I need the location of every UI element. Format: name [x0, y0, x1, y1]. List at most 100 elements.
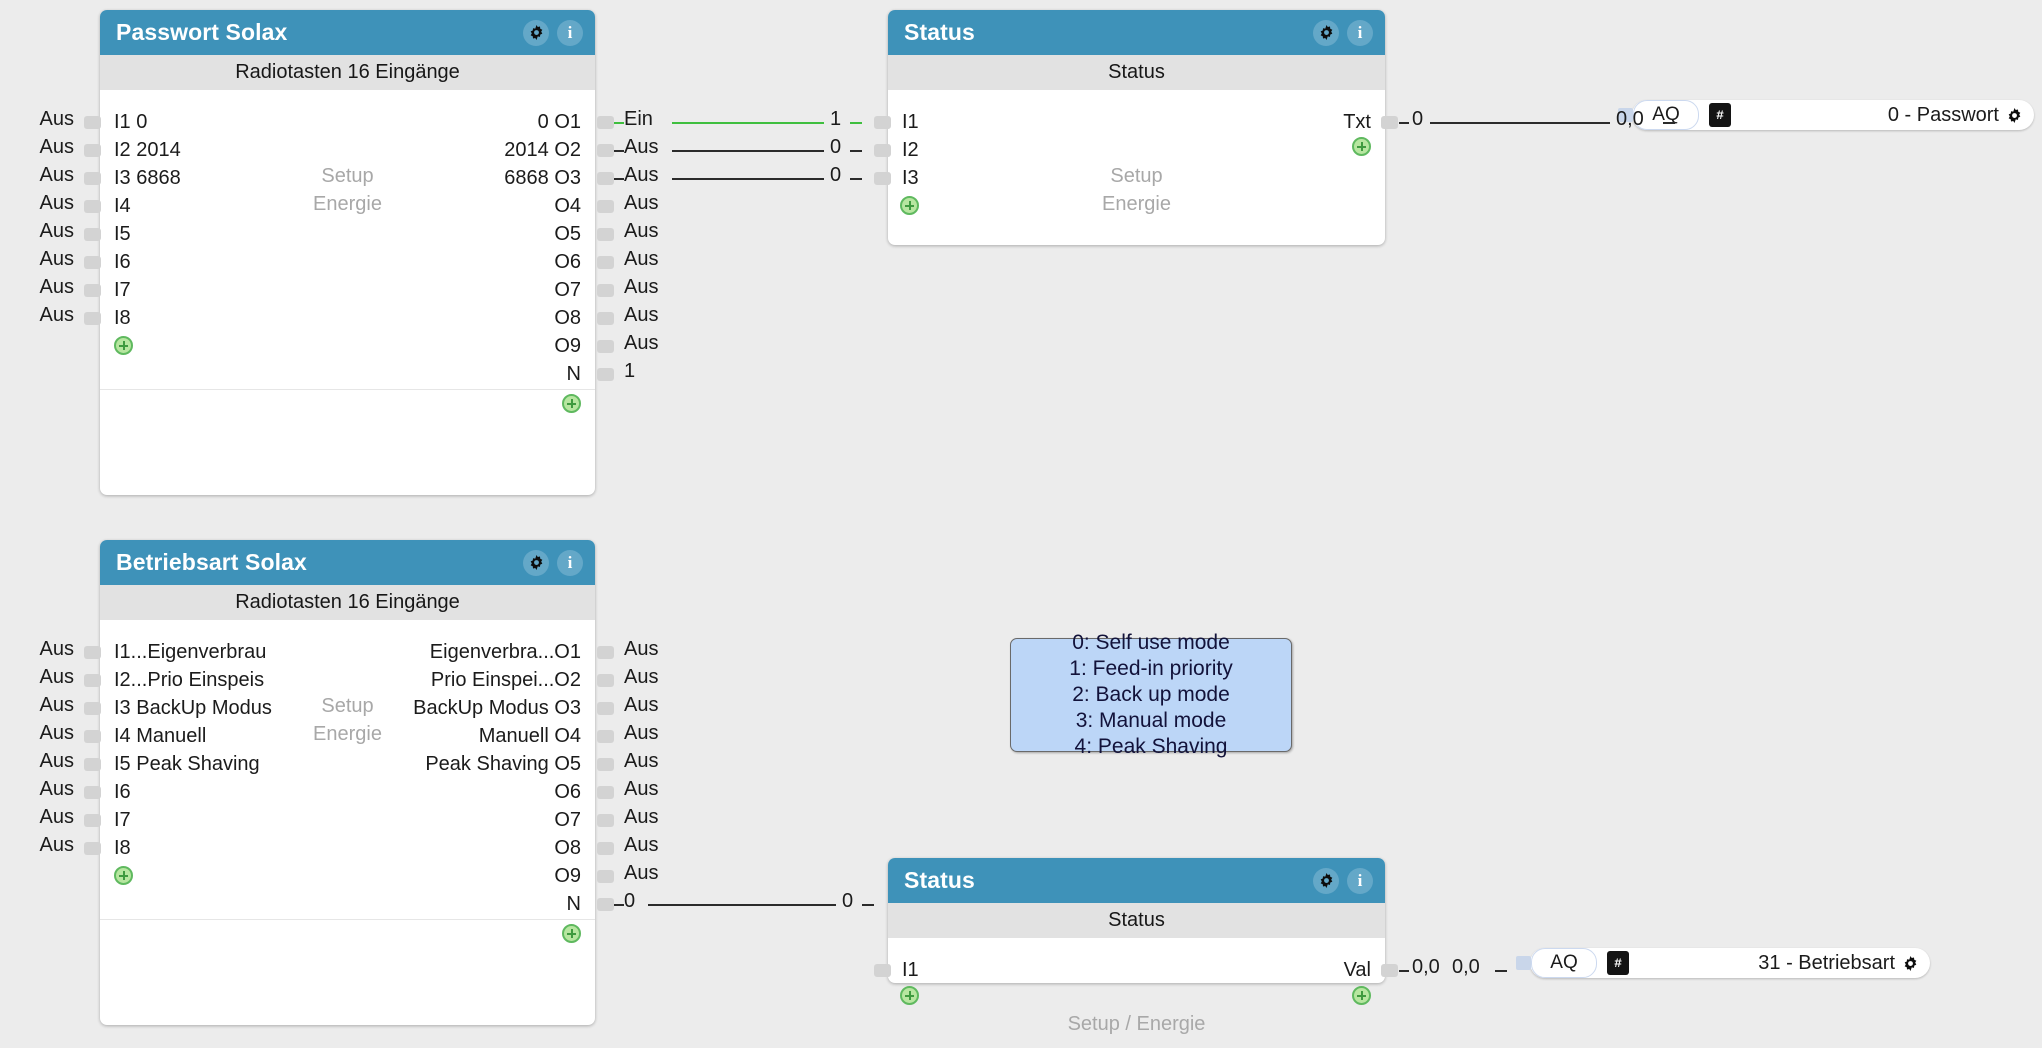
- block-input-row[interactable]: I3 BackUp Modus: [100, 694, 595, 722]
- input-connector-nub[interactable]: [84, 256, 101, 269]
- output-connector-nub[interactable]: [1381, 116, 1398, 129]
- output-connector-nub[interactable]: [597, 144, 614, 157]
- aq-output-passwort[interactable]: AQ # 0 - Passwort: [1632, 100, 2034, 130]
- gear-icon[interactable]: [1903, 955, 1918, 971]
- status-output-row[interactable]: Txt: [888, 108, 1385, 136]
- input-connector-nub[interactable]: [84, 228, 101, 241]
- gear-icon[interactable]: [523, 549, 549, 576]
- status-output-row[interactable]: Val: [888, 956, 1385, 984]
- block-input-row[interactable]: I4: [100, 192, 595, 220]
- input-connector-nub[interactable]: [84, 646, 101, 659]
- input-connector-nub[interactable]: [84, 758, 101, 771]
- gear-icon[interactable]: [1313, 867, 1339, 894]
- add-input-button[interactable]: [900, 196, 919, 215]
- aq-input-nub[interactable]: [1618, 108, 1633, 122]
- block-output-row[interactable]: O6: [100, 248, 595, 276]
- output-connector-nub[interactable]: [597, 702, 614, 715]
- gear-icon[interactable]: [523, 19, 549, 46]
- block-input-row[interactable]: I8: [100, 304, 595, 332]
- add-input-button[interactable]: [114, 866, 133, 885]
- add-input-button[interactable]: [114, 336, 133, 355]
- status-input-row[interactable]: I3: [888, 164, 1385, 192]
- block-input-row[interactable]: I1 0: [100, 108, 595, 136]
- output-connector-nub[interactable]: [597, 786, 614, 799]
- block-input-row[interactable]: I7: [100, 806, 595, 834]
- block-input-row[interactable]: I5: [100, 220, 595, 248]
- output-connector-nub[interactable]: [597, 730, 614, 743]
- block-input-row[interactable]: I2 2014: [100, 136, 595, 164]
- add-output-button[interactable]: [562, 394, 581, 413]
- output-connector-nub[interactable]: [597, 256, 614, 269]
- block-output-row[interactable]: O8: [100, 834, 595, 862]
- block-input-row[interactable]: I7: [100, 276, 595, 304]
- output-connector-nub[interactable]: [597, 172, 614, 185]
- output-connector-nub[interactable]: [1381, 964, 1398, 977]
- input-connector-nub[interactable]: [874, 172, 891, 185]
- input-connector-nub[interactable]: [84, 786, 101, 799]
- block-output-row[interactable]: O6: [100, 778, 595, 806]
- aq-input-nub[interactable]: [1516, 956, 1531, 970]
- block-output-row[interactable]: Prio Einspei...O2: [100, 666, 595, 694]
- info-icon[interactable]: i: [1347, 19, 1373, 46]
- info-icon[interactable]: i: [557, 549, 583, 576]
- input-connector-nub[interactable]: [84, 312, 101, 325]
- block-input-row[interactable]: I3 6868: [100, 164, 595, 192]
- info-icon[interactable]: i: [1347, 867, 1373, 894]
- status-input-row[interactable]: I1: [888, 108, 1385, 136]
- block-output-row[interactable]: 2014 O2: [100, 136, 595, 164]
- output-connector-nub[interactable]: [597, 312, 614, 325]
- output-connector-nub[interactable]: [597, 758, 614, 771]
- output-connector-nub[interactable]: [597, 814, 614, 827]
- add-output-button[interactable]: [1352, 137, 1371, 156]
- add-output-button[interactable]: [1352, 986, 1371, 1005]
- input-connector-nub[interactable]: [84, 814, 101, 827]
- block-output-row[interactable]: O5: [100, 220, 595, 248]
- output-connector-nub[interactable]: [597, 368, 614, 381]
- block-betriebsart-solax[interactable]: Betriebsart Solax i Radiotasten 16 Eingä…: [100, 540, 595, 1025]
- info-icon[interactable]: i: [557, 19, 583, 46]
- output-connector-nub[interactable]: [597, 898, 614, 911]
- input-connector-nub[interactable]: [874, 116, 891, 129]
- input-connector-nub[interactable]: [84, 730, 101, 743]
- output-connector-nub[interactable]: [597, 674, 614, 687]
- hash-icon[interactable]: #: [1607, 951, 1629, 975]
- block-input-row[interactable]: I2...Prio Einspeis: [100, 666, 595, 694]
- input-connector-nub[interactable]: [84, 284, 101, 297]
- block-output-row[interactable]: O4: [100, 192, 595, 220]
- block-output-row[interactable]: O8: [100, 304, 595, 332]
- block-output-row[interactable]: N: [100, 890, 595, 918]
- input-connector-nub[interactable]: [84, 200, 101, 213]
- input-connector-nub[interactable]: [874, 964, 891, 977]
- gear-icon[interactable]: [2007, 107, 2022, 123]
- block-output-row[interactable]: O7: [100, 806, 595, 834]
- block-header[interactable]: Passwort Solax i: [100, 10, 595, 55]
- gear-icon[interactable]: [1313, 19, 1339, 46]
- output-connector-nub[interactable]: [597, 340, 614, 353]
- block-output-row[interactable]: Manuell O4: [100, 722, 595, 750]
- aq-pill[interactable]: AQ: [1531, 948, 1597, 978]
- output-connector-nub[interactable]: [597, 116, 614, 129]
- block-output-row[interactable]: O7: [100, 276, 595, 304]
- input-connector-nub[interactable]: [84, 842, 101, 855]
- block-input-row[interactable]: I6: [100, 248, 595, 276]
- input-connector-nub[interactable]: [84, 172, 101, 185]
- input-connector-nub[interactable]: [84, 702, 101, 715]
- block-output-row[interactable]: 0 O1: [100, 108, 595, 136]
- block-output-row[interactable]: Eigenverbra...O1: [100, 638, 595, 666]
- block-header[interactable]: Status i: [888, 858, 1385, 903]
- block-output-row[interactable]: 6868 O3: [100, 164, 595, 192]
- output-connector-nub[interactable]: [597, 646, 614, 659]
- input-connector-nub[interactable]: [874, 144, 891, 157]
- add-output-button[interactable]: [562, 924, 581, 943]
- block-output-row[interactable]: BackUp Modus O3: [100, 694, 595, 722]
- output-connector-nub[interactable]: [597, 842, 614, 855]
- block-input-row[interactable]: I5 Peak Shaving: [100, 750, 595, 778]
- output-connector-nub[interactable]: [597, 200, 614, 213]
- status-input-row[interactable]: I1: [888, 956, 1385, 984]
- block-input-row[interactable]: I8: [100, 834, 595, 862]
- add-input-button[interactable]: [900, 986, 919, 1005]
- block-header[interactable]: Status i: [888, 10, 1385, 55]
